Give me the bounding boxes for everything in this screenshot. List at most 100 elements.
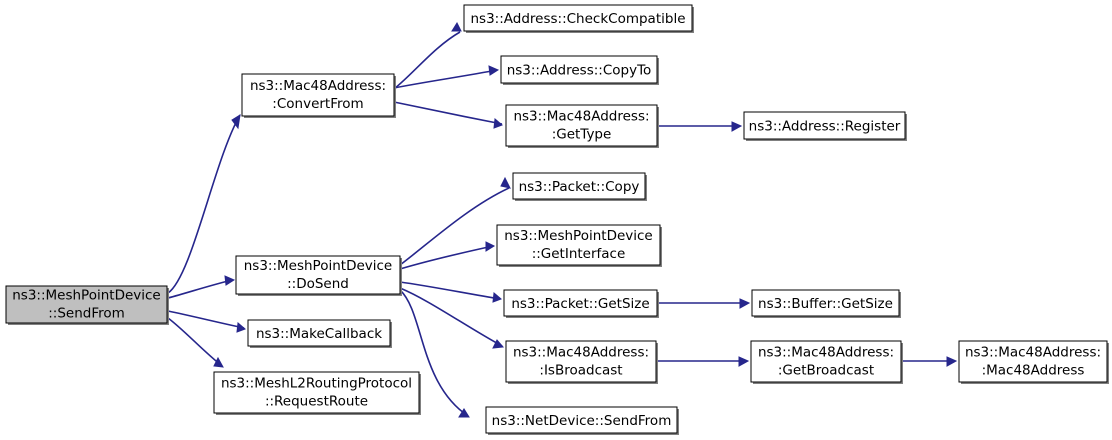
call-edge-isbroadcast-to-getbroadcast xyxy=(657,356,750,367)
arrowhead-icon xyxy=(213,356,224,368)
call-edge-convertfrom-to-gettype xyxy=(393,101,503,129)
node-box[interactable] xyxy=(5,285,168,324)
call-edge-convertfrom-to-checkcompatible xyxy=(393,21,462,90)
call-edge-sendfrom-to-dosend xyxy=(167,275,236,299)
edge-line xyxy=(167,114,241,294)
node-label-line2: ::GetInterface xyxy=(532,246,626,262)
node-label-line2: ::DoSend xyxy=(287,276,349,292)
arrowhead-icon xyxy=(236,322,246,333)
call-edge-dosend-to-getinterface xyxy=(399,241,496,270)
arrowhead-icon xyxy=(739,298,751,309)
call-edge-getbroadcast-to-mac48address xyxy=(902,356,958,367)
node-label-line1: ns3::Mac48Address: xyxy=(513,345,649,361)
graph-node-mac48address[interactable]: ns3::Mac48Address::Mac48Address xyxy=(958,340,1109,384)
node-box[interactable] xyxy=(247,319,391,347)
node-box[interactable] xyxy=(751,289,900,317)
node-label-line1: ns3::Mac48Address: xyxy=(513,109,649,125)
call-edge-gettype-to-addressregister xyxy=(658,121,743,132)
node-box[interactable] xyxy=(505,340,657,383)
arrowhead-icon xyxy=(458,408,470,418)
node-label-line1: ns3::Packet::Copy xyxy=(519,179,640,195)
node-label-line1: ns3::MeshPointDevice xyxy=(12,288,161,304)
graph-node-addressregister[interactable]: ns3::Address::Register xyxy=(743,111,907,141)
edge-line xyxy=(399,281,501,300)
edge-line xyxy=(167,317,223,367)
node-box[interactable] xyxy=(743,111,906,140)
node-box[interactable] xyxy=(512,172,646,200)
arrowhead-icon xyxy=(731,121,743,132)
graph-node-netdevicesendfrom[interactable]: ns3::NetDevice::SendFrom xyxy=(485,406,679,435)
node-label-line1: ns3::Address::CheckCompatible xyxy=(470,11,685,27)
edge-line xyxy=(393,69,498,89)
node-label-line1: ns3::Address::CopyTo xyxy=(507,63,652,79)
call-edge-dosend-to-packetgetsize xyxy=(399,281,502,303)
edge-line xyxy=(393,101,503,125)
graph-node-packetgetsize[interactable]: ns3::Packet::GetSize xyxy=(503,289,659,318)
edge-line xyxy=(399,187,510,266)
graph-node-requestroute[interactable]: ns3::MeshL2RoutingProtocol::RequestRoute xyxy=(213,371,421,415)
edges-layer xyxy=(167,21,958,418)
call-edge-sendfrom-to-requestroute xyxy=(167,317,224,368)
node-label-line2: :ConvertFrom xyxy=(272,96,363,112)
node-box[interactable] xyxy=(235,255,401,295)
arrowhead-icon xyxy=(224,275,236,286)
arrowhead-icon xyxy=(451,21,462,32)
node-label-line2: :IsBroadcast xyxy=(539,363,622,379)
node-box[interactable] xyxy=(503,289,658,317)
node-box[interactable] xyxy=(750,340,902,383)
graph-node-packetcopy[interactable]: ns3::Packet::Copy xyxy=(512,172,647,201)
graph-node-buffergetsize[interactable]: ns3::Buffer::GetSize xyxy=(751,289,901,318)
graph-node-getbroadcast[interactable]: ns3::Mac48Address::GetBroadcast xyxy=(750,340,903,384)
graph-node-checkcompatible[interactable]: ns3::Address::CheckCompatible xyxy=(463,4,694,33)
arrowhead-icon xyxy=(946,356,958,367)
node-label-line1: ns3::Buffer::GetSize xyxy=(758,296,893,312)
graph-node-sendfrom[interactable]: ns3::MeshPointDevice::SendFrom xyxy=(5,285,169,325)
node-label-line2: :GetBroadcast xyxy=(778,363,874,379)
node-label-line1: ns3::Mac48Address: xyxy=(250,78,386,94)
arrowhead-icon xyxy=(492,292,502,303)
call-edge-dosend-to-packetcopy xyxy=(399,176,511,266)
node-label-line2: :GetType xyxy=(552,127,612,143)
edge-line xyxy=(399,289,469,417)
nodes-layer: ns3::MeshPointDevice::SendFromns3::Mac48… xyxy=(5,4,1109,435)
call-edge-sendfrom-to-makecallback xyxy=(167,310,246,333)
node-box[interactable] xyxy=(505,104,658,147)
node-label-line2: :Mac48Address xyxy=(982,363,1085,379)
arrowhead-icon xyxy=(492,339,505,349)
node-box[interactable] xyxy=(485,406,678,434)
node-label-line2: ::SendFrom xyxy=(48,306,125,322)
graph-node-isbroadcast[interactable]: ns3::Mac48Address::IsBroadcast xyxy=(505,340,658,384)
node-label-line1: ns3::Mac48Address: xyxy=(758,345,894,361)
call-edge-dosend-to-isbroadcast xyxy=(399,287,505,349)
node-box[interactable] xyxy=(958,340,1108,383)
node-label-line1: ns3::Address::Register xyxy=(749,119,901,135)
node-label-line1: ns3::MeshL2RoutingProtocol xyxy=(221,376,412,392)
graph-node-dosend[interactable]: ns3::MeshPointDevice::DoSend xyxy=(235,255,402,296)
call-edge-sendfrom-to-convertfrom xyxy=(167,113,241,294)
edge-line xyxy=(167,310,245,329)
node-label-line2: ::RequestRoute xyxy=(265,394,368,410)
arrowhead-icon xyxy=(488,65,500,76)
graph-node-getinterface[interactable]: ns3::MeshPointDevice::GetInterface xyxy=(496,224,662,267)
arrowhead-icon xyxy=(500,176,511,189)
node-box[interactable] xyxy=(463,4,693,32)
arrowhead-icon xyxy=(231,113,241,130)
graph-node-convertfrom[interactable]: ns3::Mac48Address::ConvertFrom xyxy=(241,73,396,118)
arrowhead-icon xyxy=(485,241,496,252)
graph-node-gettype[interactable]: ns3::Mac48Address::GetType xyxy=(505,104,659,148)
graph-node-makecallback[interactable]: ns3::MakeCallback xyxy=(247,319,392,348)
node-label-line1: ns3::MakeCallback xyxy=(256,326,382,342)
arrowhead-icon xyxy=(493,118,503,129)
node-box[interactable] xyxy=(496,224,661,266)
graph-node-copyto[interactable]: ns3::Address::CopyTo xyxy=(500,55,659,85)
edge-line xyxy=(393,31,461,90)
node-box[interactable] xyxy=(213,371,420,414)
node-box[interactable] xyxy=(500,55,658,84)
arrowhead-icon xyxy=(738,356,750,367)
node-box[interactable] xyxy=(241,73,395,117)
call-edge-dosend-to-netdevicesendfrom xyxy=(399,289,470,418)
edge-line xyxy=(399,245,494,270)
edge-line xyxy=(399,287,503,347)
